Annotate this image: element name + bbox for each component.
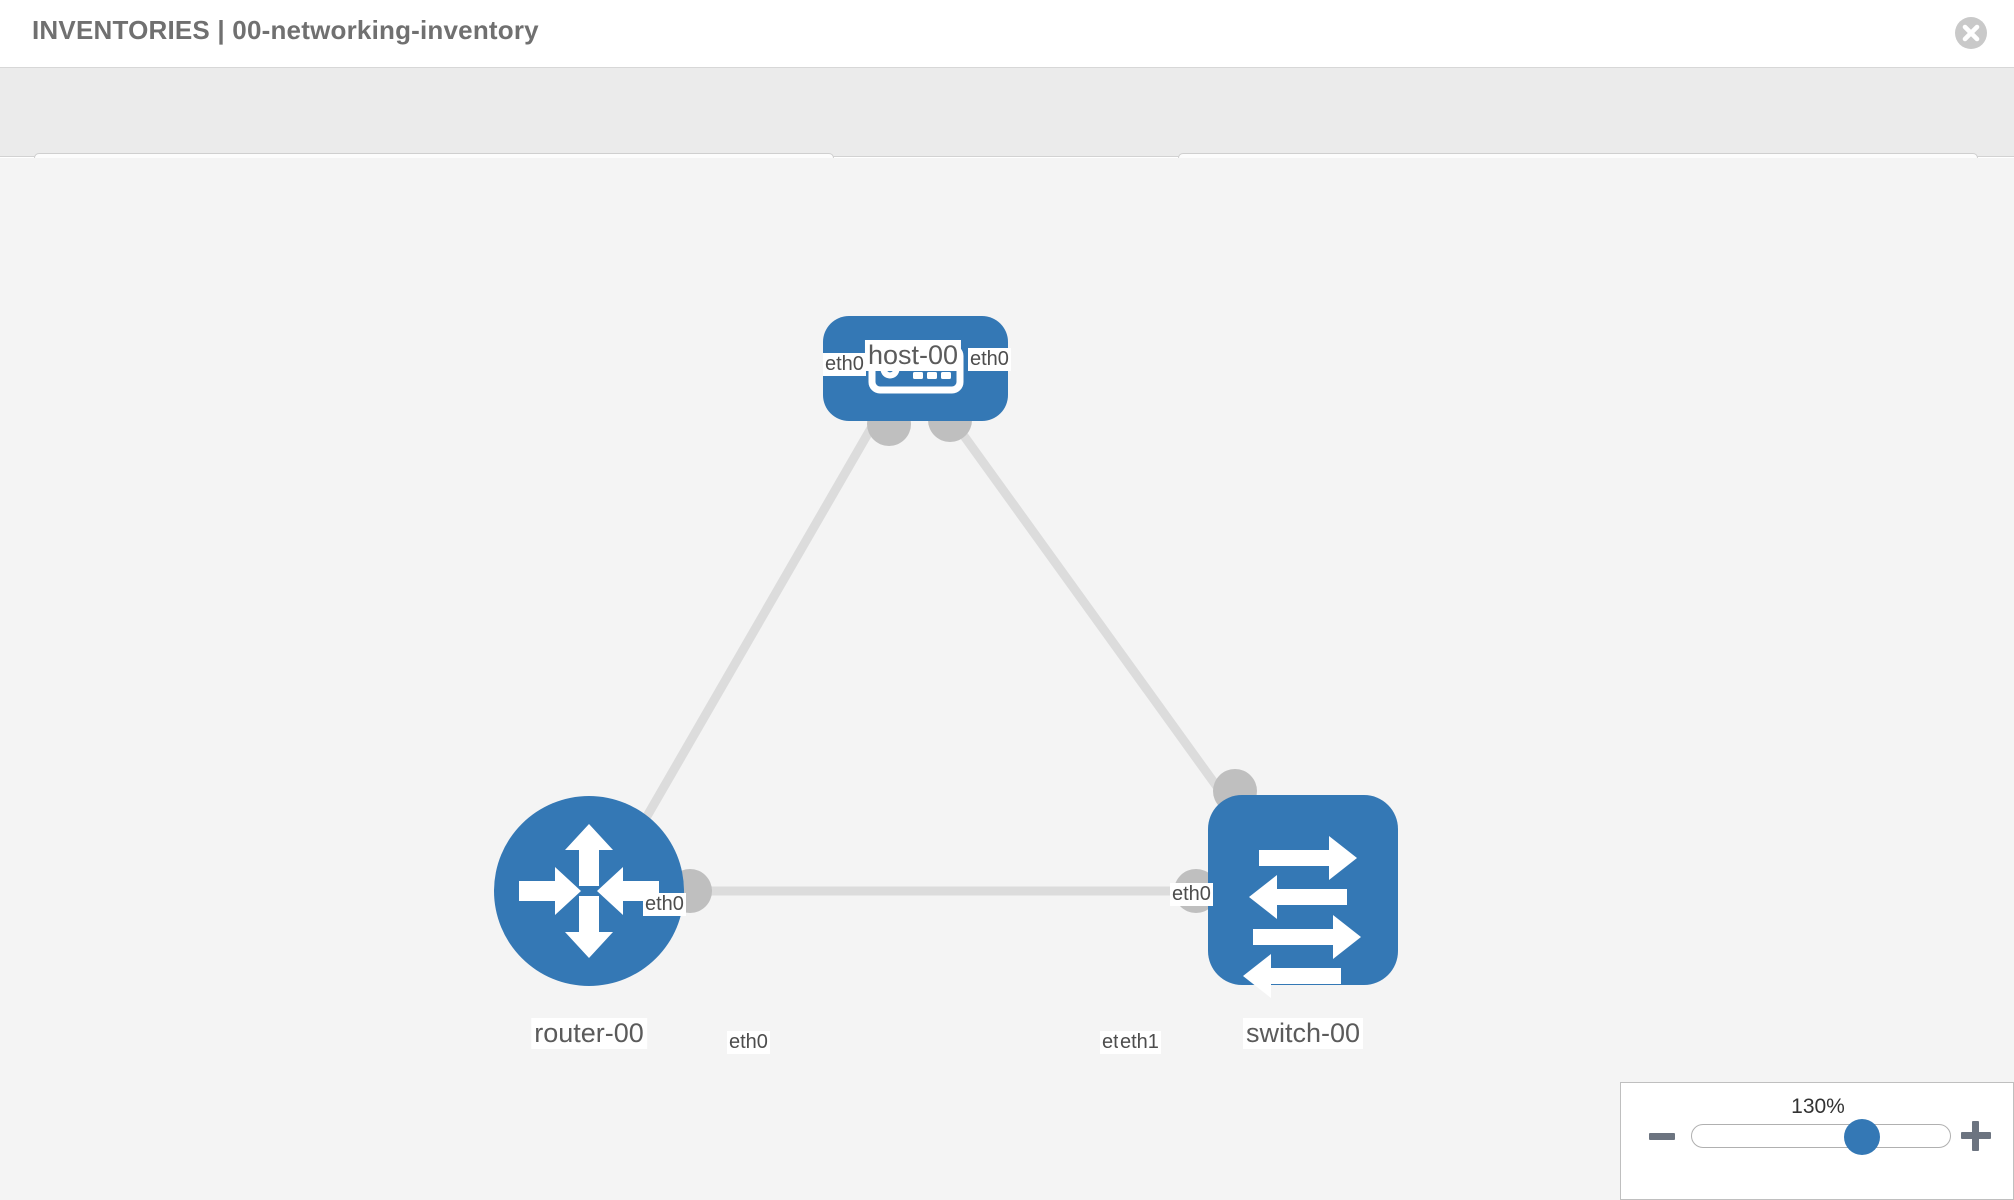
topology-toolbar: ACTIONS SEARCH <box>0 68 2014 203</box>
edge-host-router <box>616 401 889 866</box>
node-label-host-00: host-00 <box>864 340 962 371</box>
close-icon[interactable] <box>1954 16 1988 50</box>
router-arrows-icon <box>519 824 659 958</box>
page-title: INVENTORIES | 00-networking-inventory <box>32 15 539 45</box>
zoom-slider-track[interactable] <box>1691 1119 1951 1155</box>
iface-label-host-left: eth0 <box>823 353 866 376</box>
node-label-switch-00: switch-00 <box>1242 1018 1364 1049</box>
iface-label-router-up: eth0 <box>643 893 686 916</box>
iface-label-switch-up: eth0 <box>1170 883 1213 906</box>
node-router-00[interactable] <box>494 796 684 986</box>
switch-arrows-icon <box>1243 836 1361 998</box>
zoom-slider-handle[interactable] <box>1844 1119 1881 1155</box>
topology-connector-nubs <box>668 398 1257 913</box>
page-header: INVENTORIES | 00-networking-inventory <box>0 0 2014 68</box>
iface-label-router-right: eth0 <box>727 1031 770 1054</box>
topology-canvas[interactable]: host-00 router-00 switch-00 eth0 eth0 et… <box>0 158 2014 1200</box>
zoom-in-button[interactable] <box>1961 1121 1991 1151</box>
zoom-out-button[interactable] <box>1649 1133 1675 1140</box>
zoom-level-label: 130% <box>1791 1095 1845 1118</box>
node-label-router-00: router-00 <box>531 1018 647 1049</box>
zoom-control-panel: 130% <box>1620 1082 2014 1200</box>
topology-graph <box>494 316 1398 998</box>
topology-edges <box>616 401 1276 896</box>
iface-label-switch-left: eth1 <box>1118 1031 1161 1054</box>
node-switch-00[interactable] <box>1208 795 1398 998</box>
iface-label-host-right: eth0 <box>968 348 1011 371</box>
